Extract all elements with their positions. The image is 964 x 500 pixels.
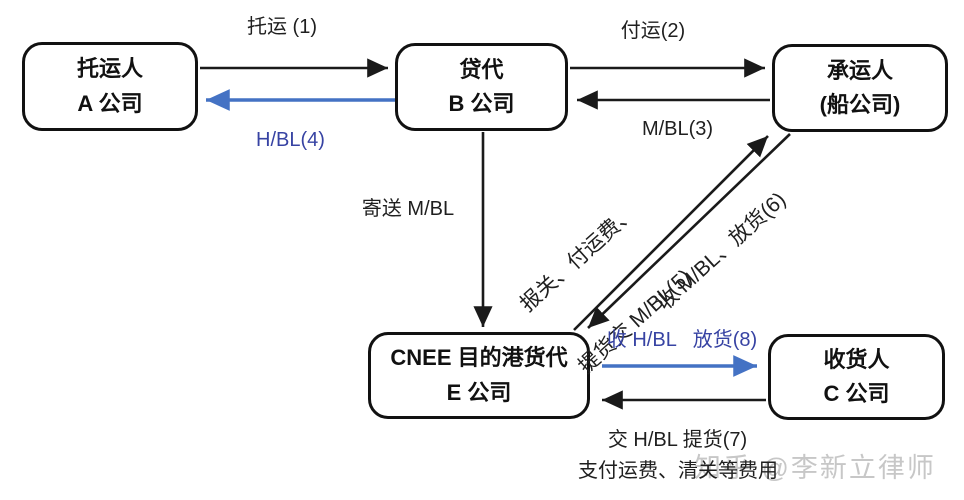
node-consignee-c-line1: 收货人: [823, 346, 890, 372]
node-consignee-c: 收货人 C 公司: [768, 334, 945, 420]
node-carrier: 承运人 (船公司): [772, 44, 948, 132]
arrow-release-6: [587, 133, 791, 329]
label-consign-1: 托运 (1): [247, 16, 317, 38]
node-forwarder-b: 贷代 B 公司: [395, 43, 568, 131]
label-pay-fees-7: 支付运费、清关等费用: [578, 460, 778, 482]
node-dest-agent-e-line2: E 公司: [446, 379, 512, 405]
node-consignee-c-line2: C 公司: [823, 381, 890, 406]
label-pay-carriage-2: 付运(2): [620, 20, 686, 42]
watermark-text: 知乎 @李新立律师: [694, 453, 936, 483]
node-shipper-a-line1: 托运人: [76, 56, 143, 82]
node-forwarder-b-line1: 贷代: [459, 56, 504, 82]
node-forwarder-b-line2: B 公司: [448, 91, 515, 116]
node-carrier-line2: (船公司): [819, 92, 901, 117]
arrow-customs-5: [573, 135, 769, 331]
node-dest-agent-e: CNEE 目的港货代 E 公司: [368, 332, 590, 419]
label-send-mbl: 寄送 M/BL: [361, 198, 455, 220]
node-carrier-line1: 承运人: [826, 57, 893, 83]
node-shipper-a: 托运人 A 公司: [22, 42, 198, 131]
label-hbl-4: H/BL(4): [256, 129, 325, 151]
label-release-8: 收 H/BL 放货(8): [606, 329, 758, 351]
node-shipper-a-line2: A 公司: [77, 90, 143, 116]
label-mbl-3: M/BL(3): [641, 118, 714, 140]
label-deliver-7: 交 H/BL 提货(7): [607, 429, 748, 451]
node-dest-agent-e-line1: CNEE 目的港货代: [390, 345, 568, 371]
